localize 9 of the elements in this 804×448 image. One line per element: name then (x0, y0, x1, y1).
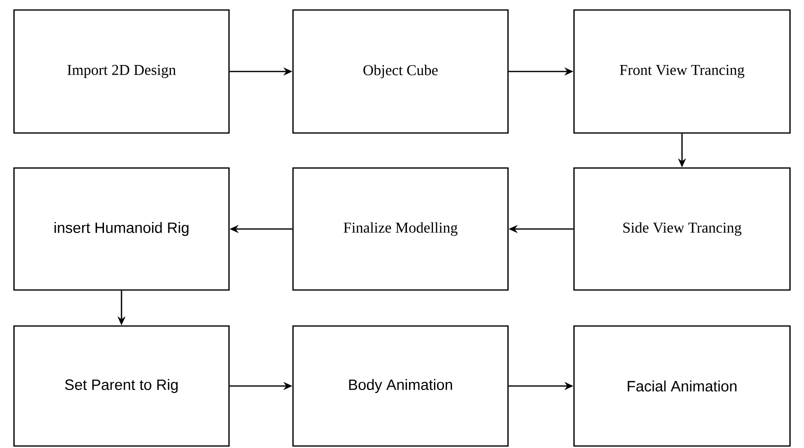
process-box: Front View Trancing (573, 9, 791, 134)
process-box: insert Humanoid Rig (13, 167, 230, 291)
process-box: Facial Animation (573, 325, 791, 447)
process-box: Object Cube (292, 9, 509, 134)
process-box: Set Parent to Rig (13, 325, 230, 447)
process-box: Import 2D Design (13, 9, 230, 134)
process-box: Finalize Modelling (292, 167, 509, 291)
process-box: Body Animation (292, 325, 509, 447)
process-box: Side View Trancing (573, 167, 791, 291)
